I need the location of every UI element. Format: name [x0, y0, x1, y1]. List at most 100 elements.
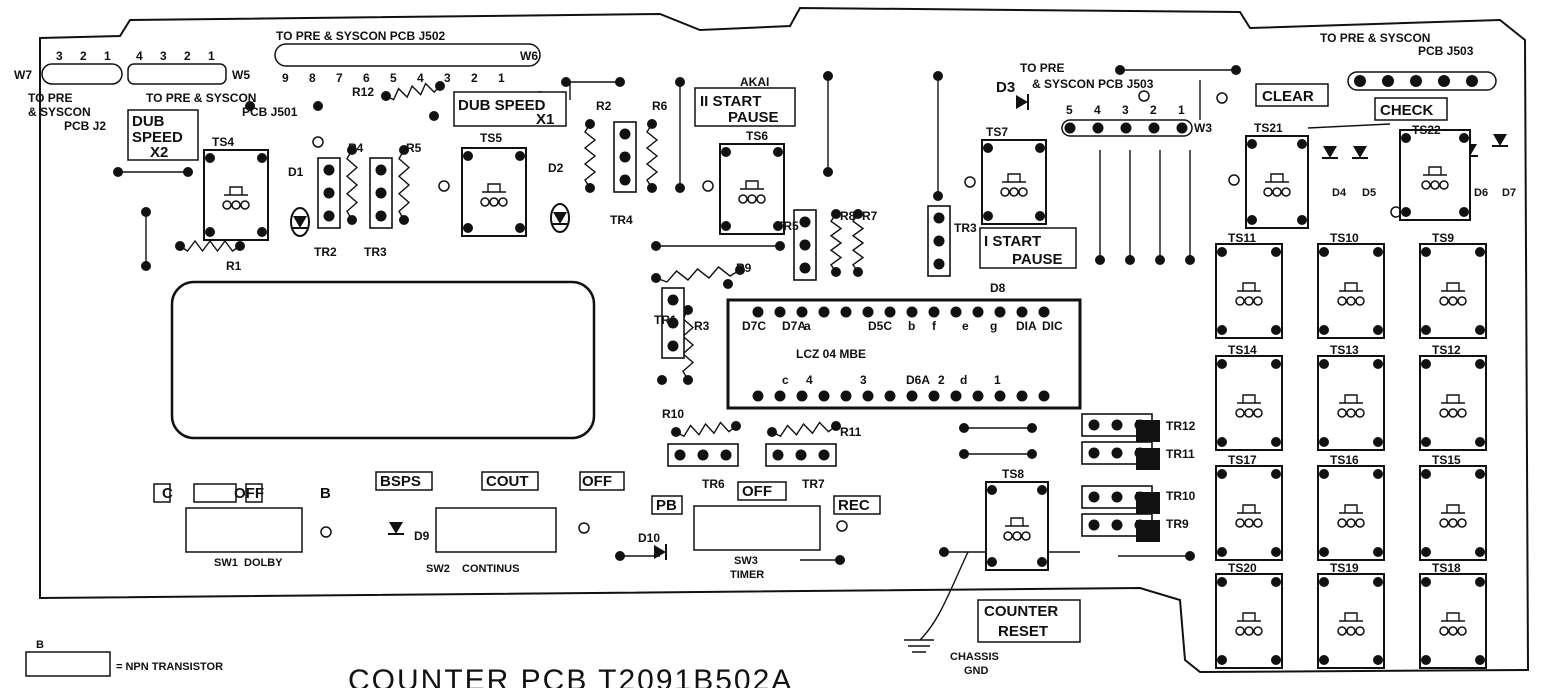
via — [231, 200, 241, 210]
transistor-label: TR1 — [654, 313, 677, 327]
transistor-label: TR4 — [610, 213, 633, 227]
pin-number: 1 — [104, 49, 111, 63]
label-sw1-tag: DOLBY — [244, 557, 283, 569]
pad-square-black — [1136, 520, 1160, 542]
pad — [1297, 139, 1307, 149]
pad — [615, 551, 625, 561]
label-counter-reset-b: RESET — [998, 623, 1048, 640]
pin-number: 1 — [1178, 103, 1185, 117]
switch-symbol — [482, 183, 506, 193]
label-ic-name: LCZ 04 MBE — [796, 347, 866, 361]
label-start-pause-a: II START — [700, 93, 761, 110]
transistor-label: TR3 — [364, 245, 387, 259]
diode-d9 — [388, 522, 404, 535]
transistor-label: TR6 — [702, 477, 725, 491]
pad — [1459, 133, 1469, 143]
via — [836, 520, 848, 532]
resistor-label: R8 — [840, 209, 856, 223]
via — [438, 180, 450, 192]
label-dub-x1-b: X1 — [536, 111, 554, 128]
transistor-tr6 — [667, 443, 739, 467]
page-title: COUNTER PCB T2091B502A — [348, 664, 793, 688]
pad — [835, 555, 845, 565]
pin-number: 4 — [1094, 103, 1101, 117]
switch-symbol — [1423, 166, 1447, 176]
pad — [667, 340, 679, 352]
pad — [1373, 247, 1383, 257]
resistor-r11 — [771, 421, 837, 438]
pad — [1319, 547, 1329, 557]
resistor-r1 — [179, 239, 241, 253]
via — [1448, 626, 1458, 636]
pad — [375, 187, 387, 199]
pad — [205, 227, 215, 237]
pin-number: 9 — [282, 71, 289, 85]
pad — [347, 145, 357, 155]
pin-number: 8 — [309, 71, 316, 85]
switch-label: TS18 — [1432, 561, 1461, 575]
resistor-label: R5 — [406, 141, 422, 155]
label-sw2-mid: COUT — [486, 473, 529, 490]
pad — [1111, 491, 1123, 503]
pad — [1421, 437, 1431, 447]
pad — [1373, 437, 1383, 447]
switch-body — [1317, 355, 1385, 451]
switch-label: TS10 — [1330, 231, 1359, 245]
diode-label: D7 — [1502, 187, 1516, 199]
pad — [1421, 359, 1431, 369]
via — [1346, 626, 1356, 636]
via — [1009, 187, 1019, 197]
diode-d5 — [1352, 146, 1368, 159]
pad — [1421, 547, 1431, 557]
pad — [1271, 437, 1281, 447]
pad — [615, 77, 625, 87]
pad — [1459, 207, 1469, 217]
pin-number: 7 — [336, 71, 343, 85]
label-check: CHECK — [1380, 102, 1434, 119]
pad — [141, 261, 151, 271]
pad — [1401, 207, 1411, 217]
switch-body — [461, 147, 527, 237]
pad — [1217, 469, 1227, 479]
via — [1439, 408, 1449, 418]
pad — [721, 147, 731, 157]
via — [498, 197, 508, 207]
label-sw3-right: REC — [838, 497, 870, 514]
pad — [1125, 255, 1135, 265]
pad — [1475, 469, 1485, 479]
pad — [647, 183, 657, 193]
ic-pin-label: 3 — [860, 373, 867, 387]
switch-label: TS19 — [1330, 561, 1359, 575]
label-akai: AKAI — [740, 75, 769, 89]
label-counter-reset-a: COUNTER — [984, 603, 1058, 620]
pad — [323, 164, 335, 176]
pad — [175, 241, 185, 251]
label-sw3-tag: TIMER — [730, 569, 764, 581]
pad — [651, 241, 661, 251]
pad — [399, 145, 409, 155]
resistor-label: R10 — [662, 407, 684, 421]
pad — [675, 77, 685, 87]
ic-pin-label: 1 — [994, 373, 1001, 387]
pad — [1035, 211, 1045, 221]
diode-label: D4 — [1332, 187, 1347, 199]
pad — [767, 427, 777, 437]
pad — [1373, 325, 1383, 335]
label-to-pre-j2-b: & SYSCON — [28, 105, 91, 119]
diode-label: D9 — [414, 529, 430, 543]
pad — [775, 241, 785, 251]
pad — [657, 375, 667, 385]
switch-symbol — [1237, 282, 1261, 292]
tact-switch-ts4 — [203, 149, 269, 241]
pad — [683, 305, 693, 315]
switch-label: TS15 — [1432, 453, 1461, 467]
diode-triangle — [553, 212, 567, 224]
check-box — [1374, 97, 1448, 121]
via — [1235, 408, 1245, 418]
pad — [795, 449, 807, 461]
resistor-r10 — [675, 421, 737, 438]
via — [1457, 518, 1467, 528]
diode-label: D1 — [288, 165, 304, 179]
tact-switch-ts18 — [1419, 573, 1487, 669]
pad — [1373, 577, 1383, 587]
